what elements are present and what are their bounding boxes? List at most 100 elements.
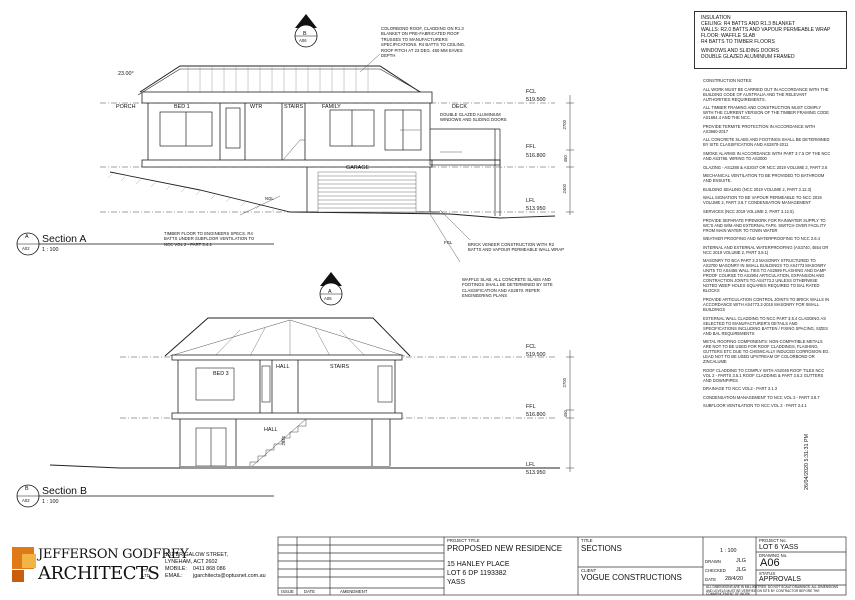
section-b-scale: 1 : 100	[42, 499, 59, 505]
section-marker-b	[16, 484, 274, 508]
rev-header: DATE	[304, 589, 316, 594]
rev-header: AMENDMENT	[340, 589, 368, 594]
note: ALL CONCRETE SLABS AND FOOTINGS SHALL BE…	[703, 137, 830, 148]
client-label: CLIENT	[581, 568, 597, 573]
callout-marker-a-mid	[319, 272, 343, 306]
firm-address-2: LYNEHAM, ACT 2602	[165, 559, 218, 565]
firm-suffix: PTY LTD	[142, 568, 151, 579]
note: MECHANICAL VENTILATION TO BE PROVIDED TO…	[703, 173, 825, 184]
insulation-line: WINDOWS AND SLIDING DOORS	[701, 48, 780, 54]
note: PROVIDE SEPARATE PIPEWORK FOR RAINWATER …	[703, 217, 827, 233]
room-label: PORCH	[116, 104, 136, 110]
roof-annotation: COLORBOND ROOF, CLADDING ON R1.3 BLANKET…	[381, 26, 466, 59]
dimension: 2700	[562, 119, 568, 130]
level-value: 519.500	[526, 352, 546, 358]
note: INTERNAL AND EXTERNAL WATERPROOFING (AS3…	[703, 244, 829, 255]
room-label: STAIRS	[284, 104, 304, 110]
slab-annotation: WAFFLE SLAB. ALL CONCRETE SLABS AND FOOT…	[462, 277, 553, 299]
insulation-line: INSULATION	[701, 15, 731, 21]
room-label: BED 3	[213, 371, 229, 377]
room-label: GARAGE	[346, 165, 370, 171]
callout-sheet: A06	[299, 38, 307, 43]
dimension: 2400	[562, 183, 568, 194]
note: CONSTRUCTION NOTES:	[703, 78, 753, 83]
callout-letter: B	[303, 31, 307, 37]
brick-annotation: BRICK VENEER CONSTRUCTION WITH R2 BATTS …	[468, 242, 565, 253]
firm-email-label: EMAIL:	[165, 573, 183, 579]
drawn-label: DRAWN	[705, 559, 721, 564]
note: DRAINAGE TO NCC VOL2 - PART 3.1.3	[703, 386, 778, 392]
ground-label: FGL	[444, 240, 453, 245]
note: SMOKE ALARMS IN ACCORDANCE WITH PART 3.7…	[703, 150, 831, 161]
ground-label: NGL	[265, 196, 274, 201]
project-no: LOT 6 YASS	[759, 544, 799, 551]
dimension: 450	[562, 155, 568, 163]
room-label: FAMILY	[322, 104, 341, 110]
callout-marker-b-top	[294, 14, 318, 48]
firm-mobile-label: MOBILE:	[165, 566, 187, 572]
note: SUBFLOOR VENTILATION TO NCC VOL 2 - PART…	[703, 403, 807, 409]
timber-floor-annotation: TIMBER FLOOR TO ENGINEERS SPECS. R4 BATT…	[164, 231, 255, 247]
firm-name-line2: ARCHITECTS	[38, 563, 160, 584]
dimension-footnote: ALL DIMENSIONS ARE IN MILLIMETRES. DO NO…	[706, 585, 839, 597]
construction-notes: CONSTRUCTION NOTES: ALL WORK MUST BE CAR…	[703, 78, 831, 412]
dimension: 2700	[562, 377, 568, 388]
scale-value: 1 : 100	[720, 548, 737, 554]
rev-header: ISSUE	[281, 589, 294, 594]
date-label: DATE	[705, 577, 717, 582]
room-label: HALL	[276, 364, 290, 370]
note: SERVICES (NCC 2019 VOLUME 2, PART 3.12.5…	[703, 208, 794, 214]
drawing-no-label: DRAWING No.	[759, 553, 788, 558]
checked-value: JLG	[736, 567, 746, 573]
callout-sheet: A06	[324, 296, 332, 301]
note: PROVIDE ARTICULATION CONTROL JOINTS TO B…	[703, 296, 830, 312]
room-label: HALL	[264, 427, 278, 433]
section-marker-a	[16, 232, 274, 256]
address-line: YASS	[447, 579, 466, 586]
address-line: 15 HANLEY PLACE	[447, 561, 510, 568]
print-timestamp: 26/04/2020 5:31:31 PM	[804, 433, 810, 490]
insulation-line: R4 BATTS TO TIMBER FLOORS	[701, 39, 775, 45]
level-value: 516.800	[526, 412, 546, 418]
drawn-value: JLG	[736, 558, 746, 564]
level-name: LFL	[526, 198, 536, 204]
room-label: DECK	[452, 104, 467, 110]
sheet-title: SECTIONS	[581, 544, 622, 553]
firm-email: jgarchitects@optusnet.com.au	[193, 573, 266, 579]
firm-logo	[12, 547, 36, 582]
firm-mobile: 0411 868 086	[193, 566, 226, 572]
note: METAL ROOFING COMPONENTS: NON-COMPATIBLE…	[703, 339, 830, 365]
note: MASONRY TO BCA PART 3.3 MASONRY STRUCTUR…	[703, 258, 826, 294]
level-name: FFL	[526, 404, 536, 410]
firm-address-1: 131 BRIGALOW STREET,	[165, 552, 229, 558]
room-label: WTR	[250, 104, 263, 110]
project-no-label: PROJECT No.	[759, 538, 787, 543]
dimension: 450	[562, 410, 568, 418]
dimension: 2844	[281, 435, 287, 446]
windows-annotation: DOUBLE GLAZED ALUMINIUM WINDOWS AND SLID…	[440, 112, 507, 123]
checked-label: CHECKED	[705, 568, 726, 573]
level-name: LFL	[526, 462, 536, 468]
client-name: VOGUE CONSTRUCTIONS	[581, 573, 682, 582]
note: ALL WORK MUST BE CARRIED OUT IN ACCORDAN…	[703, 86, 829, 102]
level-name: FCL	[526, 344, 537, 350]
level-value: 519.500	[526, 97, 546, 103]
title-label: TITLE	[581, 538, 593, 543]
room-label: STAIRS	[330, 364, 350, 370]
project-title-label: PROJECT TITLE	[447, 538, 480, 543]
note: ALL TIMBER FRAMING AND CONSTRUCTION MUST…	[703, 105, 829, 121]
insulation-line: CEILING: R4 BATTS AND R1.3 BLANKET	[701, 21, 796, 27]
drawing-no: A06	[760, 557, 780, 569]
section-b-title: Section B	[42, 485, 87, 497]
level-name: FCL	[526, 89, 537, 95]
status-value: APPROVALS	[759, 576, 801, 583]
section-marker-letter: B	[25, 486, 29, 492]
callout-letter: A	[328, 289, 332, 295]
insulation-box: INSULATION CEILING: R4 BATTS AND R1.3 BL…	[694, 11, 847, 69]
note: ROOF CLADDING TO COMPLY WITH AS2049 ROOF…	[703, 367, 825, 383]
section-marker-sheet: A02	[22, 246, 30, 251]
insulation-line: FLOOR: WAFFLE SLAB	[701, 33, 756, 39]
section-marker-letter: A	[25, 234, 29, 240]
